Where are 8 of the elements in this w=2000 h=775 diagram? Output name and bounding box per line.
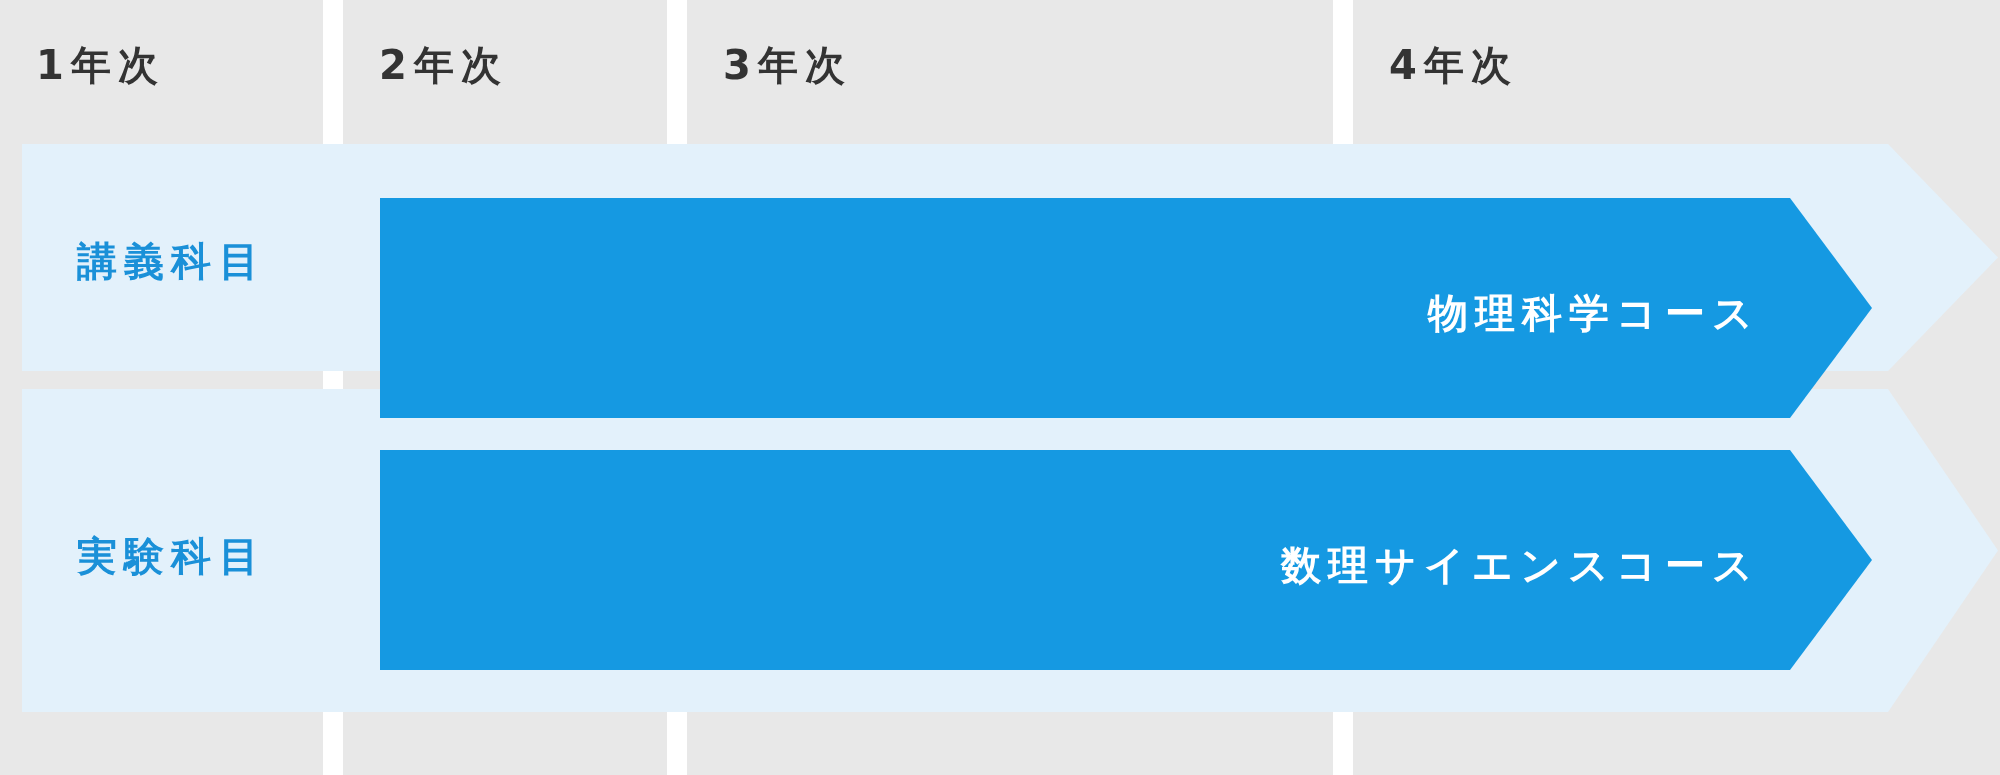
column-heading: 3年次 <box>723 41 853 90</box>
category-heading: 講義科目 <box>77 237 266 286</box>
course-label: 数理サイエンスコース <box>1281 541 1760 590</box>
course-label: 物理科学コース <box>1427 289 1760 338</box>
category-heading: 実験科目 <box>77 532 266 581</box>
column-heading: 2年次 <box>379 41 509 90</box>
column-heading: 1年次 <box>36 41 166 90</box>
column-heading: 4年次 <box>1389 41 1519 90</box>
